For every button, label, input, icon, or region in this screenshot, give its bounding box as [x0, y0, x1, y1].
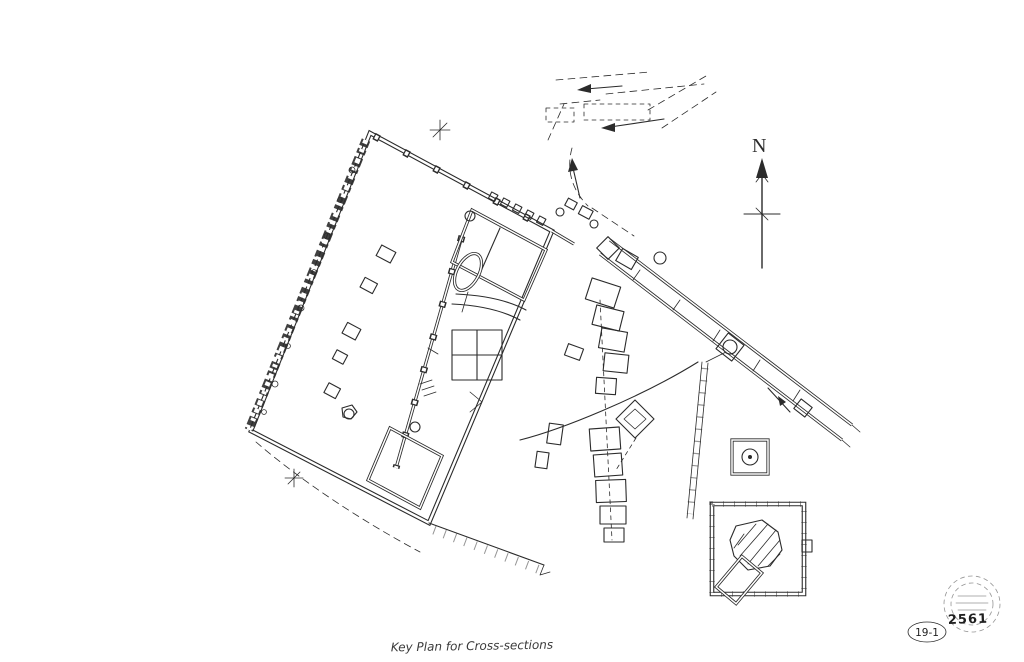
tower-structure	[712, 504, 813, 606]
stamp-number: 2561	[948, 612, 989, 628]
interior-features	[323, 191, 599, 510]
street-rooms	[519, 277, 699, 543]
caption-text: Key Plan for Cross-sections	[391, 638, 554, 655]
north-label: N	[752, 135, 766, 157]
plate-number: 19-1	[907, 621, 947, 643]
road-dashes	[545, 71, 717, 237]
rubble-wall	[244, 138, 371, 432]
basin-square	[730, 438, 770, 476]
aqueduct-line	[596, 236, 861, 448]
plate-ref-label: 19-1	[915, 627, 939, 639]
main-compound	[251, 133, 576, 523]
south-wall-fringe	[255, 441, 551, 576]
diamond-feature	[615, 399, 655, 439]
north-arrow: N	[743, 135, 781, 269]
survey-marks	[284, 119, 451, 488]
stepped-drain	[686, 351, 727, 520]
archive-stamp: 2561	[943, 575, 1001, 633]
